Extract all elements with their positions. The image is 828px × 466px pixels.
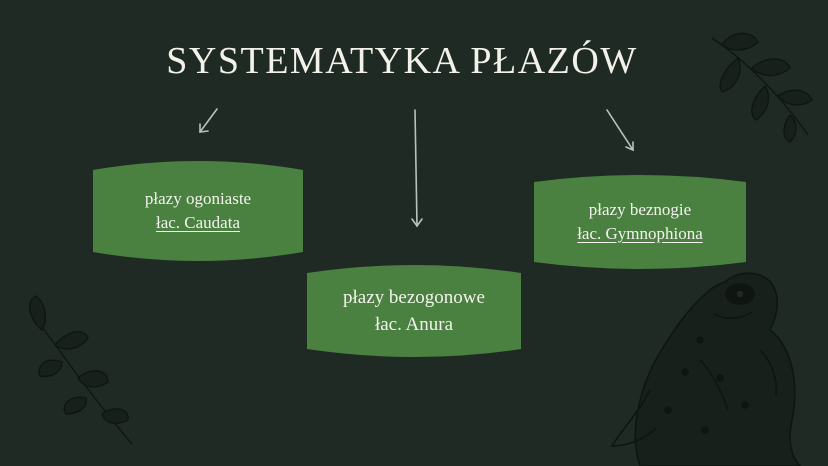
slide-title: SYSTEMATYKA PŁAZÓW (166, 40, 638, 82)
leaf-branch-icon (29, 295, 133, 445)
taxon-box-caudata: płazy ogoniaste łac. Caudata (93, 158, 303, 264)
box-shape (534, 175, 746, 269)
arrow-to-anura (411, 109, 423, 228)
box-shape (307, 265, 521, 357)
leaf-branch-icon (711, 32, 813, 143)
arrow-to-gymnophiona (606, 109, 634, 152)
taxon-common-name: płazy beznogie (588, 200, 692, 219)
taxon-common-name: płazy bezogonowe (343, 287, 485, 308)
frog-illustration-icon (610, 272, 802, 466)
taxon-box-anura: płazy bezogonowe łac. Anura (307, 263, 521, 359)
taxon-latin-name: łac. Caudata (155, 213, 240, 232)
taxon-latin-name: łac. Gymnophiona (577, 224, 703, 243)
box-shape (93, 161, 303, 261)
arrow-to-caudata (199, 108, 218, 133)
taxon-box-gymnophiona: płazy beznogie łac. Gymnophiona (534, 172, 746, 272)
taxon-latin-name: łac. Anura (374, 314, 454, 335)
taxon-common-name: płazy ogoniaste (144, 189, 252, 208)
